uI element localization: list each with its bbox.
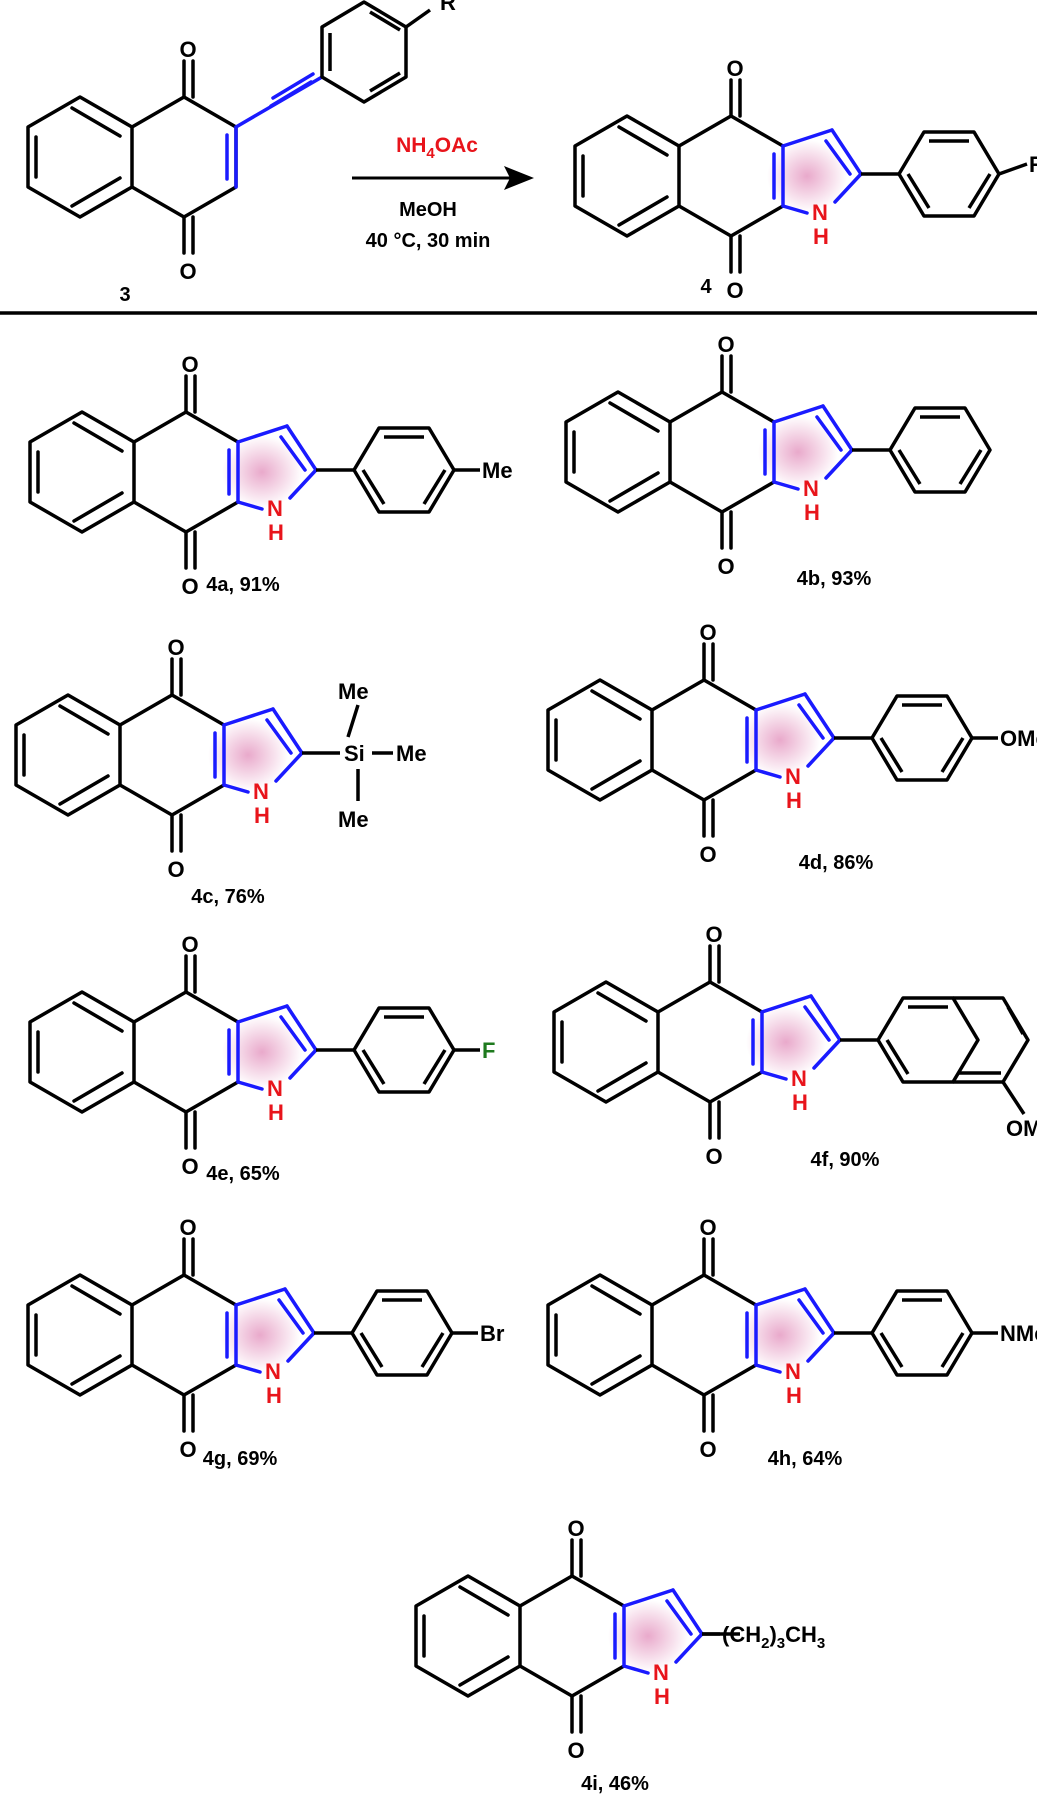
reactant-core [26, 59, 238, 255]
label-4h: 4h, 64% [768, 1448, 843, 1470]
indole-hydrogen: H [813, 224, 829, 249]
substituent-4h: NMe2 [1000, 1321, 1037, 1351]
butyl-chain-4i: (CH2)3CH3 [722, 1622, 825, 1652]
label-4g: 4g, 69% [203, 1448, 278, 1470]
label-4a: 4a, 91% [206, 574, 280, 596]
reactant-label: 3 [119, 284, 130, 306]
compound-4a: Me [28, 350, 513, 601]
label-4b: 4b, 93% [797, 568, 872, 590]
label-4f: 4f, 90% [811, 1149, 880, 1171]
naphthindolequinone-core: O O N H [573, 56, 899, 303]
substituent-4d: OMe [1000, 726, 1037, 751]
substituent-4a: Me [482, 458, 513, 483]
compound-4i: (CH2)3CH3 [414, 1514, 825, 1765]
compound-4g: Br [26, 1213, 505, 1464]
label-4i: 4i, 46% [581, 1773, 649, 1795]
reactant-oxygen-top: O [179, 37, 196, 62]
compound-4c: Si Me Me Me [14, 633, 427, 884]
me-right-4c: Me [396, 741, 427, 766]
label-4d: 4d, 86% [799, 852, 874, 874]
oxygen-top: O [726, 56, 743, 81]
compound-4e: F [28, 930, 495, 1181]
reagent-label: NH4OAc [396, 134, 478, 162]
label-4e: 4e, 65% [206, 1163, 280, 1185]
reactant-r-group: R [440, 0, 456, 15]
reaction-arrow [352, 166, 534, 190]
silicon-4c: Si [344, 741, 365, 766]
indole-nitrogen: N [812, 200, 828, 225]
solvent-label: MeOH [399, 199, 457, 221]
conditions-label: 40 °C, 30 min [366, 230, 491, 252]
oxygen-bottom: O [726, 278, 743, 303]
me-bottom-4c: Me [338, 807, 369, 832]
compound-4b [564, 330, 992, 581]
reactant-3: O O R [26, 0, 456, 284]
compound-4h: NMe2 [546, 1213, 1037, 1464]
product-label: 4 [700, 276, 712, 298]
product-r-group: R [1029, 152, 1037, 177]
product-4: O O N H R [573, 56, 1037, 303]
label-4c: 4c, 76% [191, 886, 265, 908]
substituent-4g: Br [480, 1321, 505, 1346]
reactant-oxygen-bottom: O [179, 259, 196, 284]
substituent-4f: OMe [1006, 1116, 1037, 1141]
compound-4d: OMe [546, 618, 1037, 869]
me-top-4c: Me [338, 679, 369, 704]
compound-4f: OMe [552, 920, 1037, 1171]
substituent-4e: F [482, 1038, 495, 1063]
